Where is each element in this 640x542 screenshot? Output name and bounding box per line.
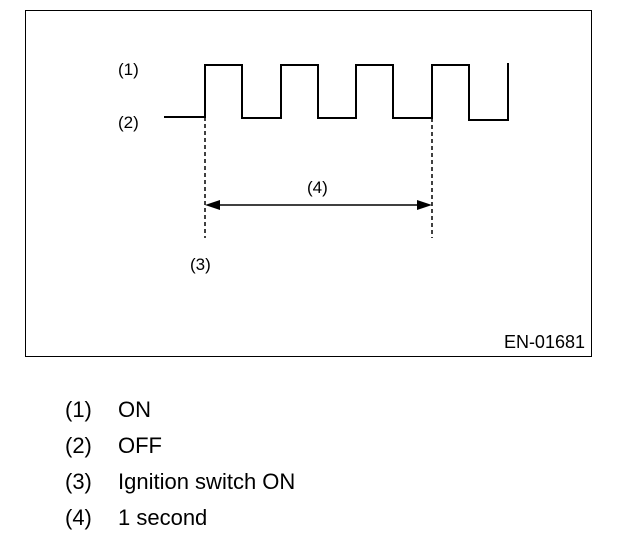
on-level-label: (1) [118, 60, 139, 79]
legend-item-off: (2) OFF [65, 428, 295, 464]
legend-text: ON [118, 397, 151, 422]
legend-key: (2) [65, 433, 92, 458]
legend-text: 1 second [118, 505, 208, 530]
interval-left-arrowhead [205, 200, 220, 210]
off-level-label: (2) [118, 113, 139, 132]
figure-frame [25, 10, 592, 357]
legend-key: (1) [65, 397, 92, 422]
interval-right-arrowhead [417, 200, 432, 210]
legend-item-one-second: (4) 1 second [65, 500, 295, 536]
legend: (1) ON (2) OFF (3) Ignition switch ON (4… [65, 392, 295, 536]
legend-text: OFF [118, 433, 162, 458]
legend-text: Ignition switch ON [118, 469, 296, 494]
legend-key: (4) [65, 505, 92, 530]
legend-key: (3) [65, 469, 92, 494]
interval-label: (4) [307, 178, 328, 197]
square-wave-signal [164, 63, 509, 121]
ignition-marker-label: (3) [190, 255, 211, 274]
figure-code: EN-01681 [503, 332, 585, 352]
legend-item-ignition-switch-on: (3) Ignition switch ON [65, 464, 295, 500]
legend-item-on: (1) ON [65, 392, 295, 428]
